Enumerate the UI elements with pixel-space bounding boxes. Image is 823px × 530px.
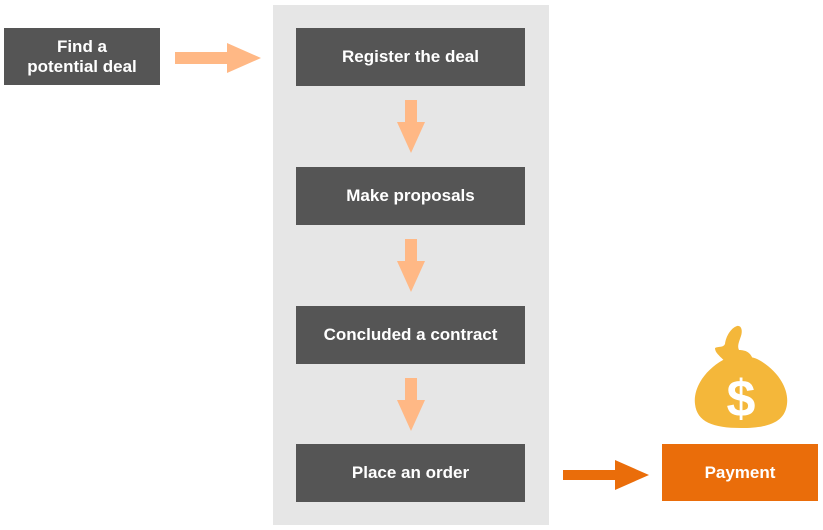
step-label: Place an order	[351, 463, 470, 482]
arrow-right-icon	[175, 43, 261, 73]
step-label: Concluded a contract	[323, 325, 498, 344]
step-label: Register the deal	[342, 47, 479, 66]
payment-box: Payment	[662, 444, 818, 501]
arrow-down-icon	[397, 378, 425, 431]
step-label: Make proposals	[346, 186, 475, 205]
payment-label: Payment	[704, 462, 776, 482]
arrow-down-icon	[397, 239, 425, 292]
svg-text:$: $	[727, 370, 756, 428]
money-bag-icon: $	[694, 325, 788, 428]
step-place-order: Place an order	[296, 444, 525, 502]
step-concluded-contract: Concluded a contract	[296, 306, 525, 364]
step-register-deal: Register the deal	[296, 28, 525, 86]
arrow-down-icon	[397, 100, 425, 153]
find-potential-deal-box: Find a potential deal	[4, 28, 160, 85]
find-potential-deal-label: Find a potential deal	[27, 36, 137, 76]
arrow-right-icon	[563, 460, 649, 490]
step-make-proposals: Make proposals	[296, 167, 525, 225]
